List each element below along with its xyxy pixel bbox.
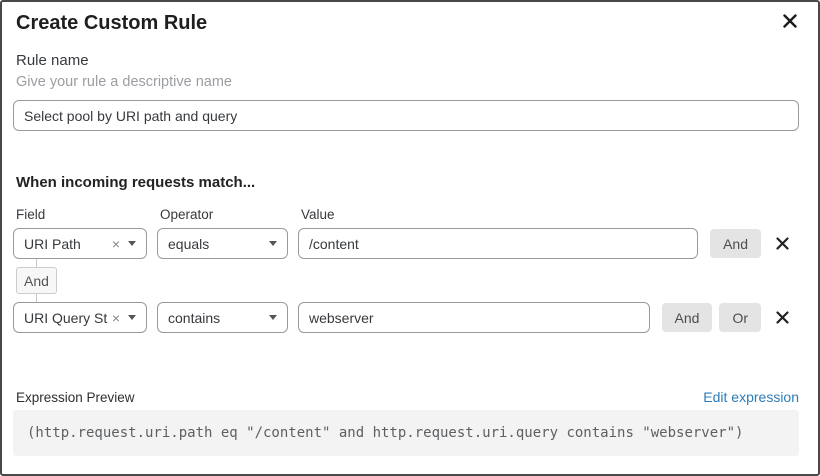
- field-column-label: Field: [16, 207, 46, 222]
- connector-and-badge: And: [16, 267, 57, 294]
- rule-name-input[interactable]: [13, 100, 799, 131]
- column-labels: Field Operator Value: [13, 206, 799, 223]
- dialog-title: Create Custom Rule: [16, 12, 208, 34]
- expression-preview-header: Expression Preview Edit expression: [13, 389, 799, 405]
- chevron-down-icon: [269, 315, 277, 320]
- close-icon: [783, 14, 797, 28]
- field-select-1-value: URI Path: [24, 235, 81, 252]
- operator-select-1-value: equals: [168, 235, 210, 252]
- operator-select-2-value: contains: [168, 309, 221, 326]
- operator-column-label: Operator: [160, 207, 214, 222]
- connector-line-top: [36, 259, 37, 267]
- and-button-row-1[interactable]: And: [710, 229, 761, 258]
- rule-name-label: Rule name: [16, 52, 89, 69]
- value-input-2[interactable]: [298, 302, 650, 333]
- operator-select-2[interactable]: contains: [157, 302, 288, 333]
- row-connector: And: [16, 259, 799, 302]
- clear-icon[interactable]: ×: [111, 235, 120, 252]
- expression-preview-label: Expression Preview: [16, 390, 135, 405]
- close-button[interactable]: [781, 12, 799, 30]
- clear-icon[interactable]: ×: [111, 309, 120, 326]
- delete-icon: [775, 311, 789, 324]
- field-select-2-value: URI Query St...: [24, 309, 108, 326]
- and-button-row-2[interactable]: And: [661, 303, 713, 332]
- expression-code: (http.request.uri.path eq "/content" and…: [27, 425, 744, 441]
- edit-expression-link[interactable]: Edit expression: [703, 389, 799, 405]
- delete-row-1-button[interactable]: [765, 233, 799, 254]
- operator-select-1[interactable]: equals: [157, 228, 288, 259]
- value-input-1[interactable]: [298, 228, 699, 259]
- delete-row-2-button[interactable]: [765, 307, 799, 328]
- rule-name-helper: Give your rule a descriptive name: [16, 74, 232, 90]
- chevron-down-icon: [128, 315, 136, 320]
- value-column-label: Value: [301, 207, 335, 222]
- match-section-heading: When incoming requests match...: [16, 174, 256, 191]
- chevron-down-icon: [269, 241, 277, 246]
- connector-line-bottom: [36, 294, 37, 302]
- field-select-1[interactable]: URI Path ×: [13, 228, 147, 259]
- chevron-down-icon: [128, 241, 136, 246]
- delete-icon: [775, 237, 789, 250]
- or-button-row-2[interactable]: Or: [719, 303, 761, 332]
- expression-code-block: (http.request.uri.path eq "/content" and…: [13, 410, 799, 456]
- condition-row-2: URI Query St... × contains And Or: [13, 302, 799, 333]
- condition-row-1: URI Path × equals And: [13, 228, 799, 259]
- field-select-2[interactable]: URI Query St... ×: [13, 302, 147, 333]
- dialog-header: Create Custom Rule: [13, 10, 799, 36]
